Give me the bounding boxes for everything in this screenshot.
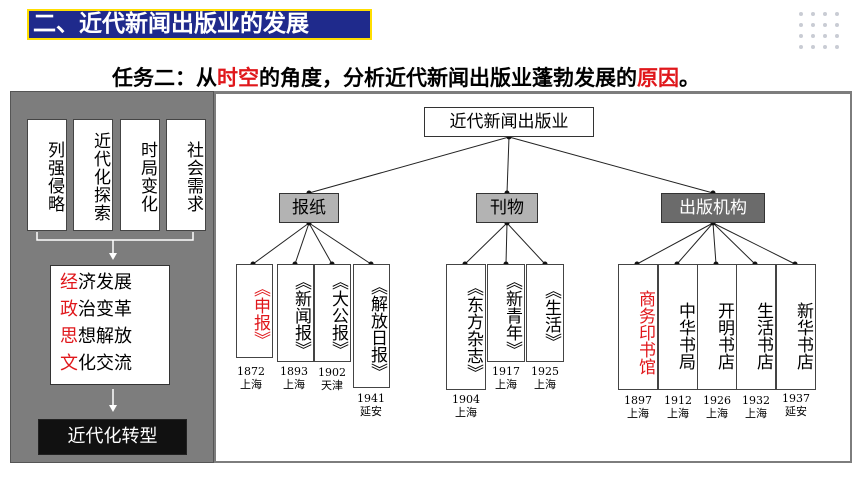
decorative-dot (799, 34, 803, 38)
decorative-dot (835, 23, 839, 27)
task-keyword-spacetime: 时空 (217, 66, 259, 90)
category-publishers: 出版机构 (661, 193, 765, 223)
task-keyword-reason: 原因 (637, 66, 679, 90)
task-middle: 的角度，分析近代新闻出版业蓬勃发展的 (259, 66, 637, 90)
decorative-dot (799, 23, 803, 27)
periodical-xin-qingnian: 《新青年》 (487, 264, 525, 362)
task-suffix: 。 (679, 66, 700, 90)
decorative-dot (823, 12, 827, 16)
decorative-dot (811, 12, 815, 16)
publisher-kaiming-shudian: 开明书店 (697, 264, 737, 390)
section-title: 二、近代新闻出版业的发展 (27, 9, 372, 40)
newspaper-shenbao: 《申报》 (236, 264, 273, 358)
aspect-culture: 文化交流 (60, 353, 132, 374)
decorative-dot (823, 23, 827, 27)
decorative-dot (811, 23, 815, 27)
task-prefix: 任务二：从 (112, 66, 217, 90)
decorative-dot (811, 34, 815, 38)
aspect-thought: 思想解放 (60, 326, 132, 347)
aspect-politics: 政治变革 (60, 299, 132, 320)
category-newspapers: 报纸 (279, 193, 339, 223)
publisher-zhonghua-shuju: 中华书局 (658, 264, 698, 390)
publisher-shenghuo-shudian: 生活书店 (736, 264, 776, 390)
newspaper-dagongbao: 《大公报》 (314, 264, 351, 362)
factor-social-demand: 社会需求 (166, 119, 206, 231)
root-node: 近代新闻出版业 (424, 107, 594, 137)
decorative-dot (823, 34, 827, 38)
periodical-dongfang-zazhi: 《东方杂志》 (446, 264, 486, 390)
decorative-dot (799, 12, 803, 16)
aspects-box: 经济发展 政治变革 思想解放 文化交流 (50, 265, 170, 385)
aspect-economy: 经济发展 (60, 272, 132, 293)
decorative-dot (799, 45, 803, 49)
decorative-dot (811, 45, 815, 49)
result-modernization: 近代化转型 (38, 419, 187, 455)
newspaper-jiefang-ribao: 《解放日报》 (353, 264, 390, 388)
periodical-shenghuo: 《生活》 (526, 264, 564, 362)
newspaper-xinwenbao: 《新闻报》 (277, 264, 314, 362)
decorative-dot (835, 45, 839, 49)
decorative-dot-grid (799, 12, 843, 50)
task-prompt: 任务二：从时空的角度，分析近代新闻出版业蓬勃发展的原因。 (112, 62, 852, 94)
category-periodicals: 刊物 (476, 193, 538, 223)
factor-political-change: 时局变化 (120, 119, 160, 231)
factor-modernization-exploration: 近代化探索 (73, 119, 113, 231)
decorative-dot (835, 12, 839, 16)
publisher-xinhua-shudian: 新华书店 (776, 264, 816, 390)
factor-foreign-aggression: 列强侵略 (27, 119, 67, 231)
decorative-dot (823, 45, 827, 49)
publisher-commercial-press: 商务印书馆 (618, 264, 658, 390)
decorative-dot (835, 34, 839, 38)
